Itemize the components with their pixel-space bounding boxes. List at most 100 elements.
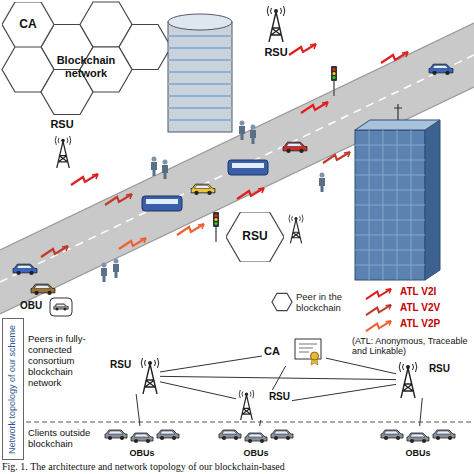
car	[407, 433, 429, 443]
node-text: RSU	[429, 363, 450, 374]
car	[157, 430, 179, 440]
pedestrian	[113, 259, 119, 279]
legend-text: ATL V2P	[400, 318, 470, 330]
topology-link	[260, 420, 261, 426]
building-windows	[168, 36, 232, 120]
topology-link	[326, 358, 396, 374]
rsu-label: RSU	[42, 118, 82, 131]
bus	[228, 160, 268, 175]
rsu-tower	[289, 215, 303, 244]
car	[429, 64, 453, 75]
car	[105, 430, 127, 440]
tier-label: Peers in fully-connected consortium bloc…	[28, 334, 106, 389]
hexagon-shape	[226, 212, 284, 262]
pedestrian	[239, 121, 245, 141]
topology-link	[272, 366, 285, 390]
lane-marking	[0, 55, 474, 282]
tier-label: Clients outside blockchain	[28, 428, 98, 450]
building-windows	[355, 130, 425, 280]
topology-link	[420, 398, 423, 426]
legend-bolt	[366, 305, 391, 315]
traffic-light	[331, 66, 337, 96]
v2i-link	[301, 102, 328, 113]
node-text: Network topology of our scheme	[8, 321, 18, 457]
legend-text: Peer in the blockchain	[296, 292, 362, 314]
pedestrian	[151, 157, 157, 177]
road-edge	[0, 23, 474, 314]
node-text: RSU	[242, 230, 267, 243]
node-text: RSU	[110, 359, 131, 370]
car	[13, 264, 37, 275]
rsu-tower	[399, 362, 417, 398]
tier-divider	[26, 422, 474, 423]
obu-device-icon	[54, 304, 69, 311]
pedestrian	[250, 125, 256, 145]
v2v-link	[323, 152, 350, 163]
obu-group: OBUs	[376, 426, 460, 460]
network-label: Blockchain network	[36, 54, 136, 79]
ca-node: CA	[262, 336, 326, 366]
pedestrian	[101, 263, 107, 283]
car	[131, 433, 153, 443]
legend-bolt	[366, 321, 391, 331]
v2v-link	[41, 246, 68, 257]
traffic-light	[213, 212, 219, 242]
atl-note: (ATL: Anonymous, Traceable and Linkable)	[352, 336, 474, 357]
car	[219, 430, 241, 440]
hexagon-shape	[2, 2, 54, 47]
legend-text: ATL V2V	[400, 302, 470, 314]
v2p-link	[177, 224, 204, 235]
topology-link	[292, 384, 396, 400]
v2p-link	[119, 238, 146, 249]
topology-link	[160, 382, 236, 399]
rsu-label: RSU	[256, 46, 296, 59]
legend-bolt	[366, 289, 391, 299]
building-roof	[355, 120, 440, 130]
obu-label: OBU	[20, 300, 50, 312]
rsu-peer-hexagon: RSU	[226, 212, 284, 262]
pedestrian	[319, 173, 325, 193]
building-side	[425, 120, 440, 280]
car	[433, 430, 455, 440]
rsu-tower	[267, 6, 285, 42]
node-text: CA	[19, 18, 36, 31]
bus-window	[232, 163, 264, 168]
building-roof	[168, 14, 232, 30]
rsu-node: RSU	[396, 362, 452, 398]
node-text: OBUs	[405, 449, 430, 459]
rsu-tower	[239, 390, 254, 420]
v2i-link	[237, 188, 264, 199]
node-text: RSU	[269, 391, 290, 402]
car	[271, 430, 293, 440]
road	[0, 23, 474, 314]
node-text: CA	[264, 345, 280, 357]
obu-group: OBUs	[100, 426, 184, 460]
pedestrian	[162, 160, 168, 180]
legend-hexagon	[272, 293, 292, 310]
certificate-icon	[295, 339, 321, 365]
rsu-tower	[55, 136, 71, 168]
car	[191, 184, 215, 195]
ca-peer-hexagon: CA	[2, 2, 54, 47]
rsu-node: RSU	[108, 358, 160, 394]
topology-link	[160, 376, 396, 379]
rsu-node: RSU	[236, 390, 292, 420]
office-building	[355, 130, 425, 280]
topology-link	[136, 394, 140, 426]
topology-link	[160, 356, 262, 372]
topology-side-box: Network topology of our scheme	[2, 318, 24, 460]
node-text: OBUs	[129, 449, 154, 459]
roof-antenna	[394, 104, 402, 120]
obu-group: OBUs	[214, 426, 298, 460]
v2i-link	[381, 52, 408, 63]
car	[31, 284, 55, 295]
office-building	[168, 22, 232, 132]
v2i-link	[289, 44, 316, 55]
bus	[142, 196, 182, 211]
v2i-link	[71, 174, 98, 185]
node-text: OBUs	[243, 449, 268, 459]
car	[283, 142, 307, 153]
v2v-link	[105, 194, 132, 205]
figure-caption: Fig. 1. The architecture and network top…	[2, 461, 472, 473]
